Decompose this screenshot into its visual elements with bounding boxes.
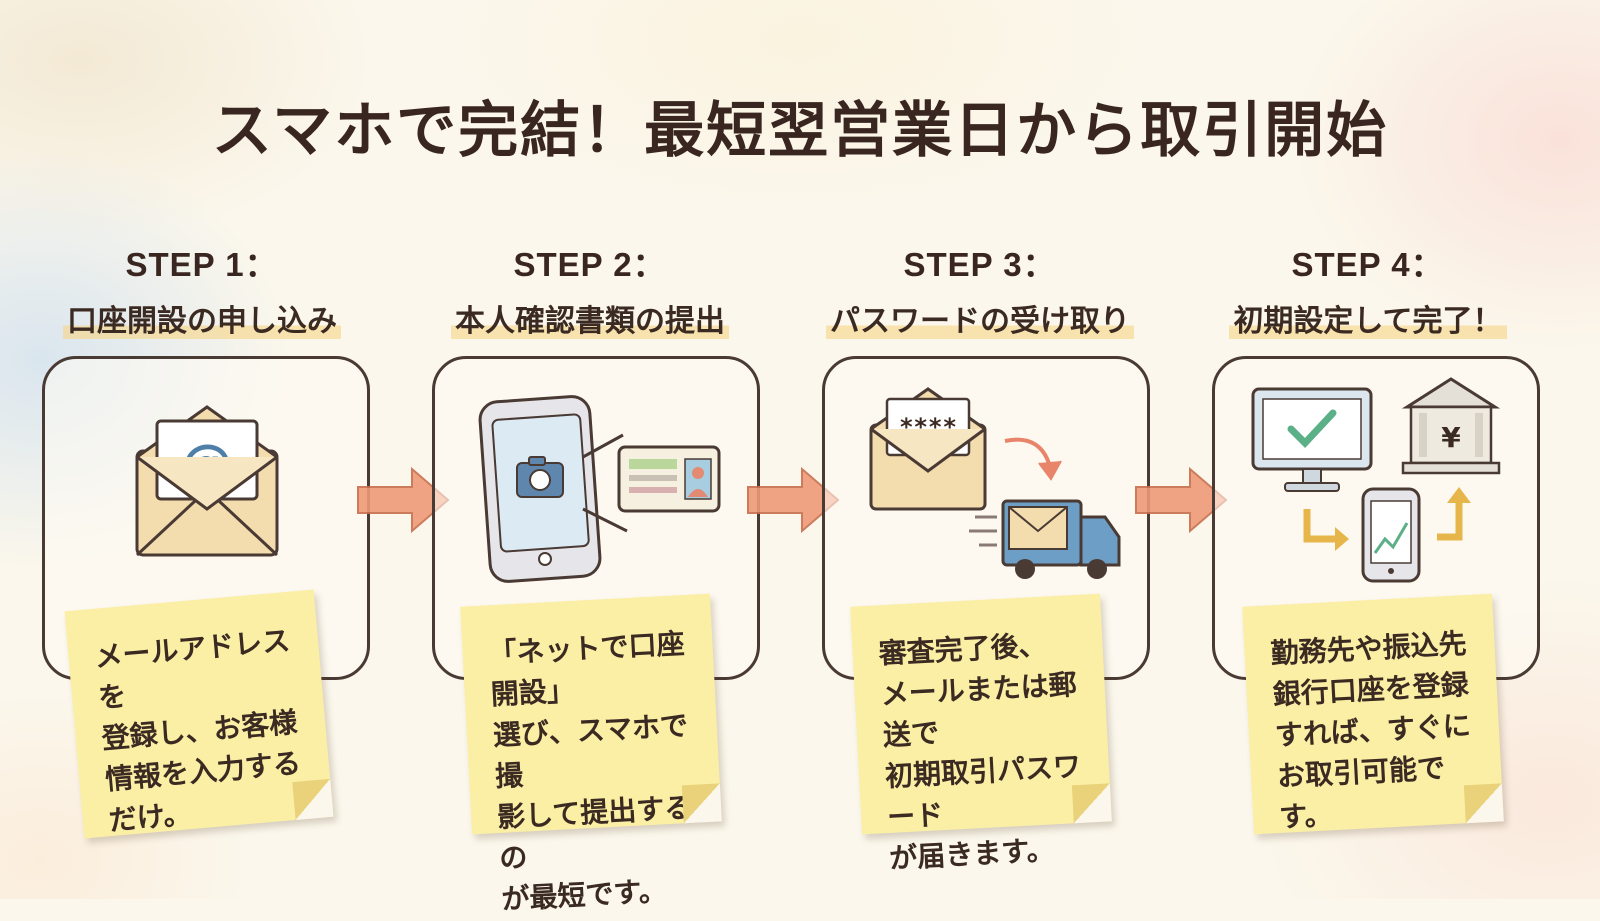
- step-2-note-text: 「ネットで口座開設」 選び、スマホで撮 影して提出するの が最短です。: [487, 627, 694, 916]
- step-3-note-text: 審査完了後、 メールまたは郵送で 初期取引パスワード が届きます。: [877, 628, 1082, 875]
- step-1-header: STEP 1： 口座開設の申し込み: [12, 238, 392, 340]
- step-3-label: STEP 3：: [903, 246, 1057, 283]
- step-3-note: 審査完了後、 メールまたは郵送で 初期取引パスワード が届きます。: [850, 593, 1112, 875]
- step-1-name: 口座開設の申し込み: [63, 304, 341, 339]
- step-1-note: メールアドレスを 登録し、お客様 情報を入力する だけ。: [64, 589, 334, 839]
- arrow-right-icon: [1135, 466, 1228, 534]
- step-4-note-text: 勤務先や振込先 銀行口座を登録 すれば、すぐに お取引可能です。: [1269, 627, 1472, 835]
- monitor-bank-phone-icon: ¥: [1251, 377, 1501, 583]
- smartphone-camera-icon: [478, 395, 721, 583]
- password-mail-truck-icon: ****: [869, 387, 1121, 579]
- yen-text: ¥: [1441, 421, 1461, 454]
- step-1-note-text: メールアドレスを 登録し、お客様 情報を入力する だけ。: [93, 623, 303, 838]
- step-1-card: @: [42, 356, 370, 680]
- step-1-label: STEP 1：: [125, 246, 279, 283]
- arrow-right-icon: [747, 466, 840, 534]
- step-2-header: STEP 2： 本人確認書類の提出: [400, 238, 780, 340]
- page-title: スマホで完結！最短翌営業日から取引開始: [211, 96, 1389, 166]
- step-4-name: 初期設定して完了！: [1229, 304, 1507, 339]
- envelope-at-icon: @: [135, 405, 279, 557]
- arrow-right-icon: [357, 466, 450, 534]
- step-3-name: パスワードの受け取り: [826, 304, 1134, 339]
- step-4-label: STEP 4：: [1291, 246, 1445, 283]
- step-2-note: 「ネットで口座開設」 選び、スマホで撮 影して提出するの が最短です。: [460, 593, 722, 916]
- step-3-header: STEP 3： パスワードの受け取り: [790, 238, 1170, 340]
- step-2-label: STEP 2：: [513, 246, 667, 283]
- step-4-header: STEP 4： 初期設定して完了！: [1178, 238, 1558, 340]
- step-4-note: 勤務先や振込先 銀行口座を登録 すれば、すぐに お取引可能です。: [1242, 593, 1504, 835]
- step-2-name: 本人確認書類の提出: [451, 304, 729, 339]
